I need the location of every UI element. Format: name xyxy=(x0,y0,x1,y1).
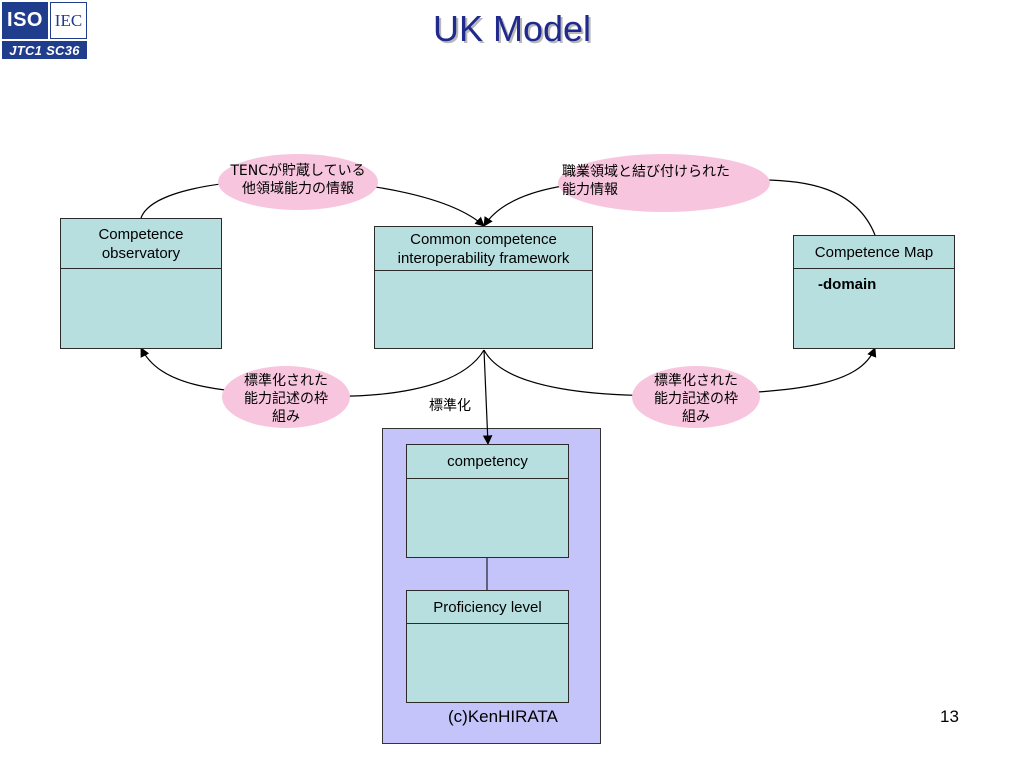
competence-observatory-box: Competence observatory xyxy=(60,218,222,349)
tenc-label: TENCが貯蔵している 他領域能力の情報 xyxy=(218,162,378,198)
map-domain-attribute: -domain xyxy=(818,276,877,293)
std-left-label-line2: 能力記述の枠 xyxy=(244,391,328,407)
logo-iso-text: ISO xyxy=(2,2,48,39)
occupation-label-line2: 能力情報 xyxy=(562,182,618,198)
std-left-label-line1: 標準化された xyxy=(244,373,328,389)
copyright-text: (c)KenHIRATA xyxy=(448,707,558,726)
page-number: 13 xyxy=(940,707,959,726)
competency-box: competency xyxy=(406,444,569,558)
occupation-label: 職業領域と結び付けられた 能力情報 xyxy=(562,163,730,199)
framework-box: Common competence interoperability frame… xyxy=(374,226,593,349)
occupation-label-line1: 職業領域と結び付けられた xyxy=(562,164,730,180)
map-header: Competence Map xyxy=(794,236,954,269)
observatory-title-line2: observatory xyxy=(101,244,181,262)
proficiency-title: Proficiency level xyxy=(433,598,542,616)
observatory-header: Competence observatory xyxy=(61,219,221,269)
proficiency-header: Proficiency level xyxy=(407,591,568,624)
competency-title: competency xyxy=(447,453,528,470)
iso-iec-jtc1-logo: ISO IEC JTC1 SC36 xyxy=(2,2,87,59)
std-right-label: 標準化された 能力記述の枠 組み xyxy=(632,372,760,426)
tenc-label-line1: TENCが貯蔵している xyxy=(230,163,366,179)
framework-header: Common competence interoperability frame… xyxy=(375,227,592,271)
framework-title-line2: interoperability framework xyxy=(397,249,570,267)
std-right-bubble xyxy=(632,366,760,428)
std-left-label-line3: 組み xyxy=(272,409,300,425)
tenc-bubble xyxy=(218,154,378,210)
logo-iec-text: IEC xyxy=(50,2,87,39)
tenc-label-line2: 他領域能力の情報 xyxy=(242,181,354,197)
standardize-label: 標準化 xyxy=(429,398,471,414)
std-left-bubble xyxy=(222,366,350,428)
logo-jtc-text: JTC1 SC36 xyxy=(2,41,87,59)
map-title: Competence Map xyxy=(814,243,934,261)
observatory-title-line1: Competence xyxy=(98,225,184,243)
competence-map-box: Competence Map -domain xyxy=(793,235,955,349)
page-title: UK Model xyxy=(432,8,592,49)
std-right-label-line3: 組み xyxy=(682,409,710,425)
std-right-label-line1: 標準化された xyxy=(654,373,738,389)
std-right-label-line2: 能力記述の枠 xyxy=(654,391,738,407)
framework-title-line1: Common competence xyxy=(410,230,557,248)
std-left-label: 標準化された 能力記述の枠 組み xyxy=(222,372,350,426)
occupation-bubble xyxy=(558,154,770,212)
proficiency-level-box: Proficiency level xyxy=(406,590,569,703)
competency-header: competency xyxy=(407,445,568,479)
